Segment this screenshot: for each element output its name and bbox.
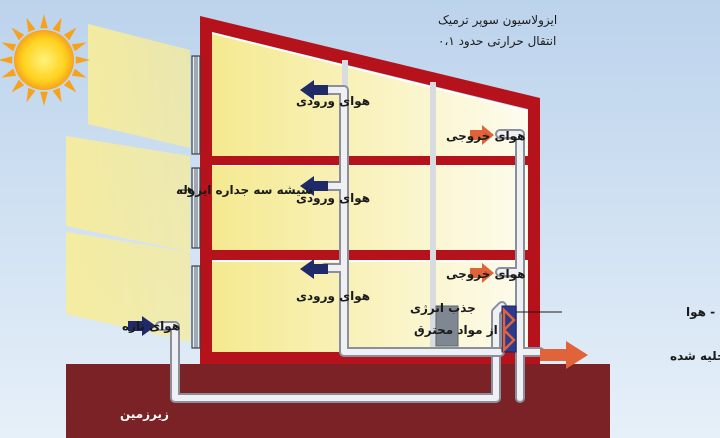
supply-air-label-3: هوای ورودی [296, 289, 370, 304]
title-line-2: انتقال حرارتی حدود ۰،۱ [438, 34, 556, 49]
basement-label: زیرزمین [120, 407, 169, 421]
supply-air-arrows [128, 80, 328, 336]
interior-light-top [212, 34, 528, 156]
triple-glazing-windows [191, 55, 201, 349]
left-wall [200, 20, 212, 364]
floor-slab-1 [212, 156, 528, 165]
energy-absorption-label-2: از مواد محترق [414, 323, 498, 338]
title-line-1: ایزولاسیون سوپر ترمیک [438, 13, 557, 28]
sun-ray [0, 56, 13, 64]
fresh-air-arrow [128, 316, 156, 336]
sun-ray [63, 27, 77, 41]
sun-ray [52, 17, 62, 33]
fresh-air-label: هوای تازه [122, 319, 180, 334]
exhaust-arrow-1 [470, 125, 494, 145]
discharge-arrow [540, 341, 588, 369]
supply-air-label-1: هوای ورودی [296, 94, 370, 109]
sun-icon [0, 14, 90, 106]
sun-ray [71, 42, 87, 52]
sun-ray [1, 68, 17, 78]
sun-ray [63, 79, 77, 93]
glazing-leader-arrowhead [188, 187, 193, 193]
ventilation-ducts [155, 85, 545, 403]
sun-ray [75, 56, 90, 64]
heat-exchanger-unit [501, 305, 517, 354]
exhaust-air-label-2: هوای خروجی [446, 267, 526, 282]
diagram-labels: ایزولاسیون سوپر ترمیک انتقال حرارتی حدود… [120, 13, 720, 421]
sun-ray [26, 17, 36, 33]
sun-ray [71, 68, 87, 78]
interior-light-mid [212, 166, 528, 250]
exhaust-arrow-2 [470, 263, 494, 283]
heat-exchanger-label: مبدل گرمای هوا - هوا [686, 305, 720, 320]
sun-ray [11, 79, 25, 93]
floor-slab-2 [212, 250, 528, 260]
supply-air-label-2: هوای ورودی [296, 191, 370, 206]
triple-glazing-label: شیشه سه جداره ایزوله [176, 183, 313, 198]
sun-ray [40, 14, 48, 29]
supply-arrow-1 [300, 80, 328, 100]
supply-arrow-2 [300, 176, 328, 196]
exhaust-air-label-1: هوای خروجی [446, 129, 526, 144]
building [191, 16, 540, 364]
exhaust-air-arrows [470, 125, 588, 369]
exterior-sunbeams [66, 24, 190, 342]
column-2 [430, 82, 436, 352]
sun-ray [52, 87, 62, 103]
discharged-air-label: هوای تخلیه شده [670, 349, 720, 364]
sun-ray [40, 91, 48, 106]
sun-ray [26, 87, 36, 103]
energy-absorption-label-1: جذب انرژی [410, 301, 476, 315]
supply-arrow-3 [300, 259, 328, 279]
sun-ray [1, 42, 17, 52]
energy-absorption-unit [435, 305, 459, 347]
sun-ray [11, 27, 25, 41]
roof [200, 16, 540, 112]
right-wall [528, 108, 540, 364]
